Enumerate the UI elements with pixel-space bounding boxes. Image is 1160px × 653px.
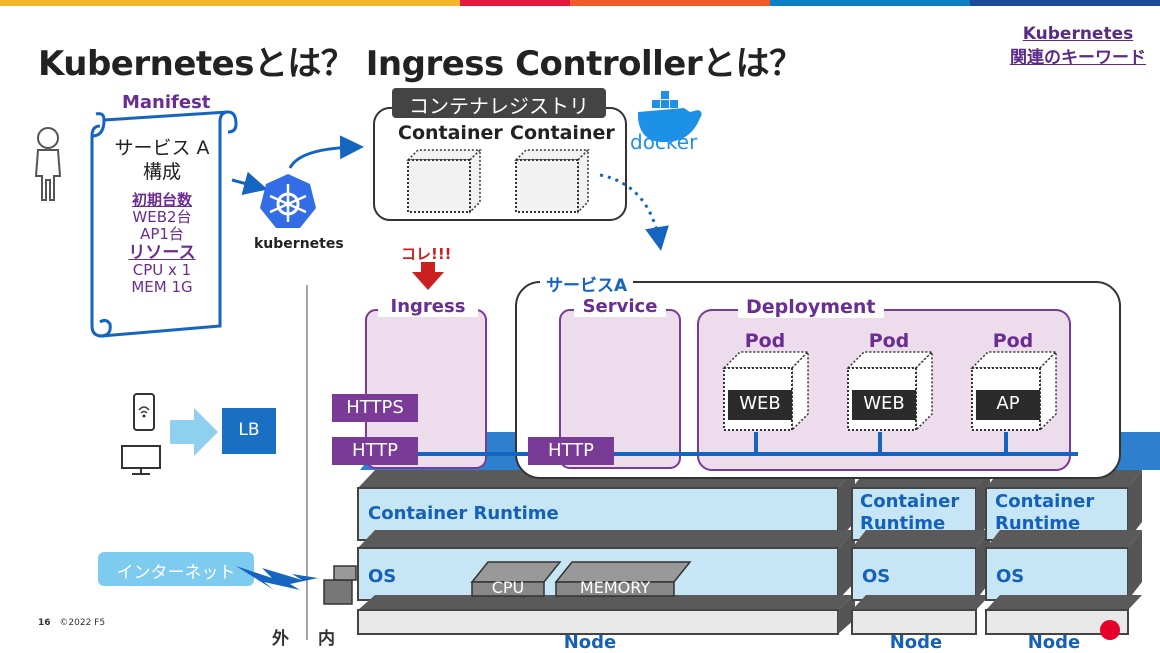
manifest-config: 構成 (142, 161, 181, 183)
registry-to-service-arrow (599, 173, 669, 251)
node-1-stack (357, 470, 855, 635)
manifest-content: サービス A 構成 (104, 136, 220, 184)
http-service-label: HTTP (547, 440, 595, 461)
keyword-link-line2[interactable]: 関連のキーワード (1010, 48, 1146, 68)
copyright: ©2022 F5 (59, 618, 106, 628)
manifest-initial-count-label: 初期台数 (131, 191, 192, 209)
memory-label: MEMORY (579, 578, 651, 597)
pod-2-app: WEB (863, 393, 905, 414)
kubernetes-logo-icon (260, 174, 316, 228)
service-label: Service (574, 296, 666, 317)
http-service-box (528, 437, 614, 465)
kore-label: コレ!!! (401, 245, 452, 263)
f5-logo-icon (1100, 620, 1120, 640)
pod-3-app-box (976, 390, 1040, 420)
keyword-link[interactable]: Kubernetes 関連のキーワード (1010, 22, 1146, 70)
node-2-node-label: Node (889, 632, 943, 653)
registry-title-box (392, 88, 606, 118)
docker-whale-icon (638, 91, 702, 143)
pod-3-label: Pod (992, 330, 1034, 352)
deployment-label: Deployment (738, 296, 884, 318)
smartphone-icon (133, 393, 155, 431)
lb-box (222, 408, 276, 454)
node-3-node-label: Node (1027, 632, 1081, 653)
internet-label: インターネット (116, 563, 236, 583)
node-2-os-label: OS (862, 566, 891, 587)
pod-1-app: WEB (739, 393, 781, 414)
manifest-service-name: サービス A (114, 137, 210, 159)
node-1-os-label: OS (368, 566, 397, 587)
lightning-icon (236, 566, 318, 590)
manifest-scroll (90, 110, 238, 338)
service-group-label: サービスA (540, 271, 634, 296)
node-3-os-label: OS (996, 566, 1025, 587)
registry-container-1-label: Container (398, 122, 503, 144)
pod-1-label: Pod (744, 330, 786, 352)
manifest-resource-label: リソース (128, 243, 196, 263)
kubernetes-label: kubernetes (254, 236, 344, 252)
memory-chip (554, 561, 692, 597)
manifest-detail: 初期台数 WEB2台 AP1台 リソース CPU x 1 MEM 1G (104, 192, 220, 296)
internet-box (98, 552, 254, 586)
node-1-node-label: Node (563, 632, 617, 653)
manifest-cpu: CPU x 1 (132, 261, 192, 279)
http-ingress-box (332, 437, 418, 465)
pod-1-app-box (728, 390, 792, 420)
page-number: 16 (38, 618, 51, 628)
cpu-label: CPU (491, 578, 525, 597)
ingress-label: Ingress (378, 296, 478, 317)
manifest-mem: MEM 1G (131, 278, 193, 296)
keyword-link-line1[interactable]: Kubernetes (1022, 24, 1134, 44)
manifest-ap-count: AP1台 (140, 225, 184, 243)
node-1-runtime-label: Container Runtime (368, 503, 559, 524)
desktop-icon (121, 445, 161, 475)
http-ingress-label: HTTP (351, 440, 399, 461)
registry-container-2 (514, 148, 590, 214)
top-color-bar (0, 0, 1160, 6)
node-2-runtime-label: Container Runtime (860, 491, 960, 534)
manifest-to-k8s-arrow (231, 171, 268, 195)
docker-label: docker (630, 130, 698, 154)
manifest-web-count: WEB2台 (132, 208, 192, 226)
pod-2-label: Pod (868, 330, 910, 352)
manifest-label: Manifest (122, 92, 211, 113)
page-title: Kubernetesとは？ Ingress Controllerとは？ (38, 44, 803, 84)
lb-label: LB (238, 420, 260, 440)
kore-arrow-icon (412, 262, 444, 290)
pod-3-app: AP (996, 393, 1020, 414)
registry-container-1 (406, 148, 482, 214)
https-label: HTTPS (346, 397, 404, 418)
node-3-runtime-label: Container Runtime (995, 491, 1095, 534)
registry-container-2-label: Container (510, 122, 615, 144)
client-to-lb-arrow (170, 408, 218, 456)
footer: 16 ©2022 F5 (38, 618, 105, 628)
https-box (332, 394, 418, 422)
registry-title: コンテナレジストリ (409, 94, 589, 118)
cpu-chip (470, 561, 562, 597)
node-3-stack (985, 470, 1142, 635)
zone-outside-label: 外 (272, 629, 289, 649)
user-person-icon (34, 127, 62, 201)
network-port (323, 565, 357, 605)
zone-inside-label: 内 (318, 629, 335, 649)
pod-2-app-box (852, 390, 916, 420)
k8s-to-registry-arrow (288, 135, 364, 169)
